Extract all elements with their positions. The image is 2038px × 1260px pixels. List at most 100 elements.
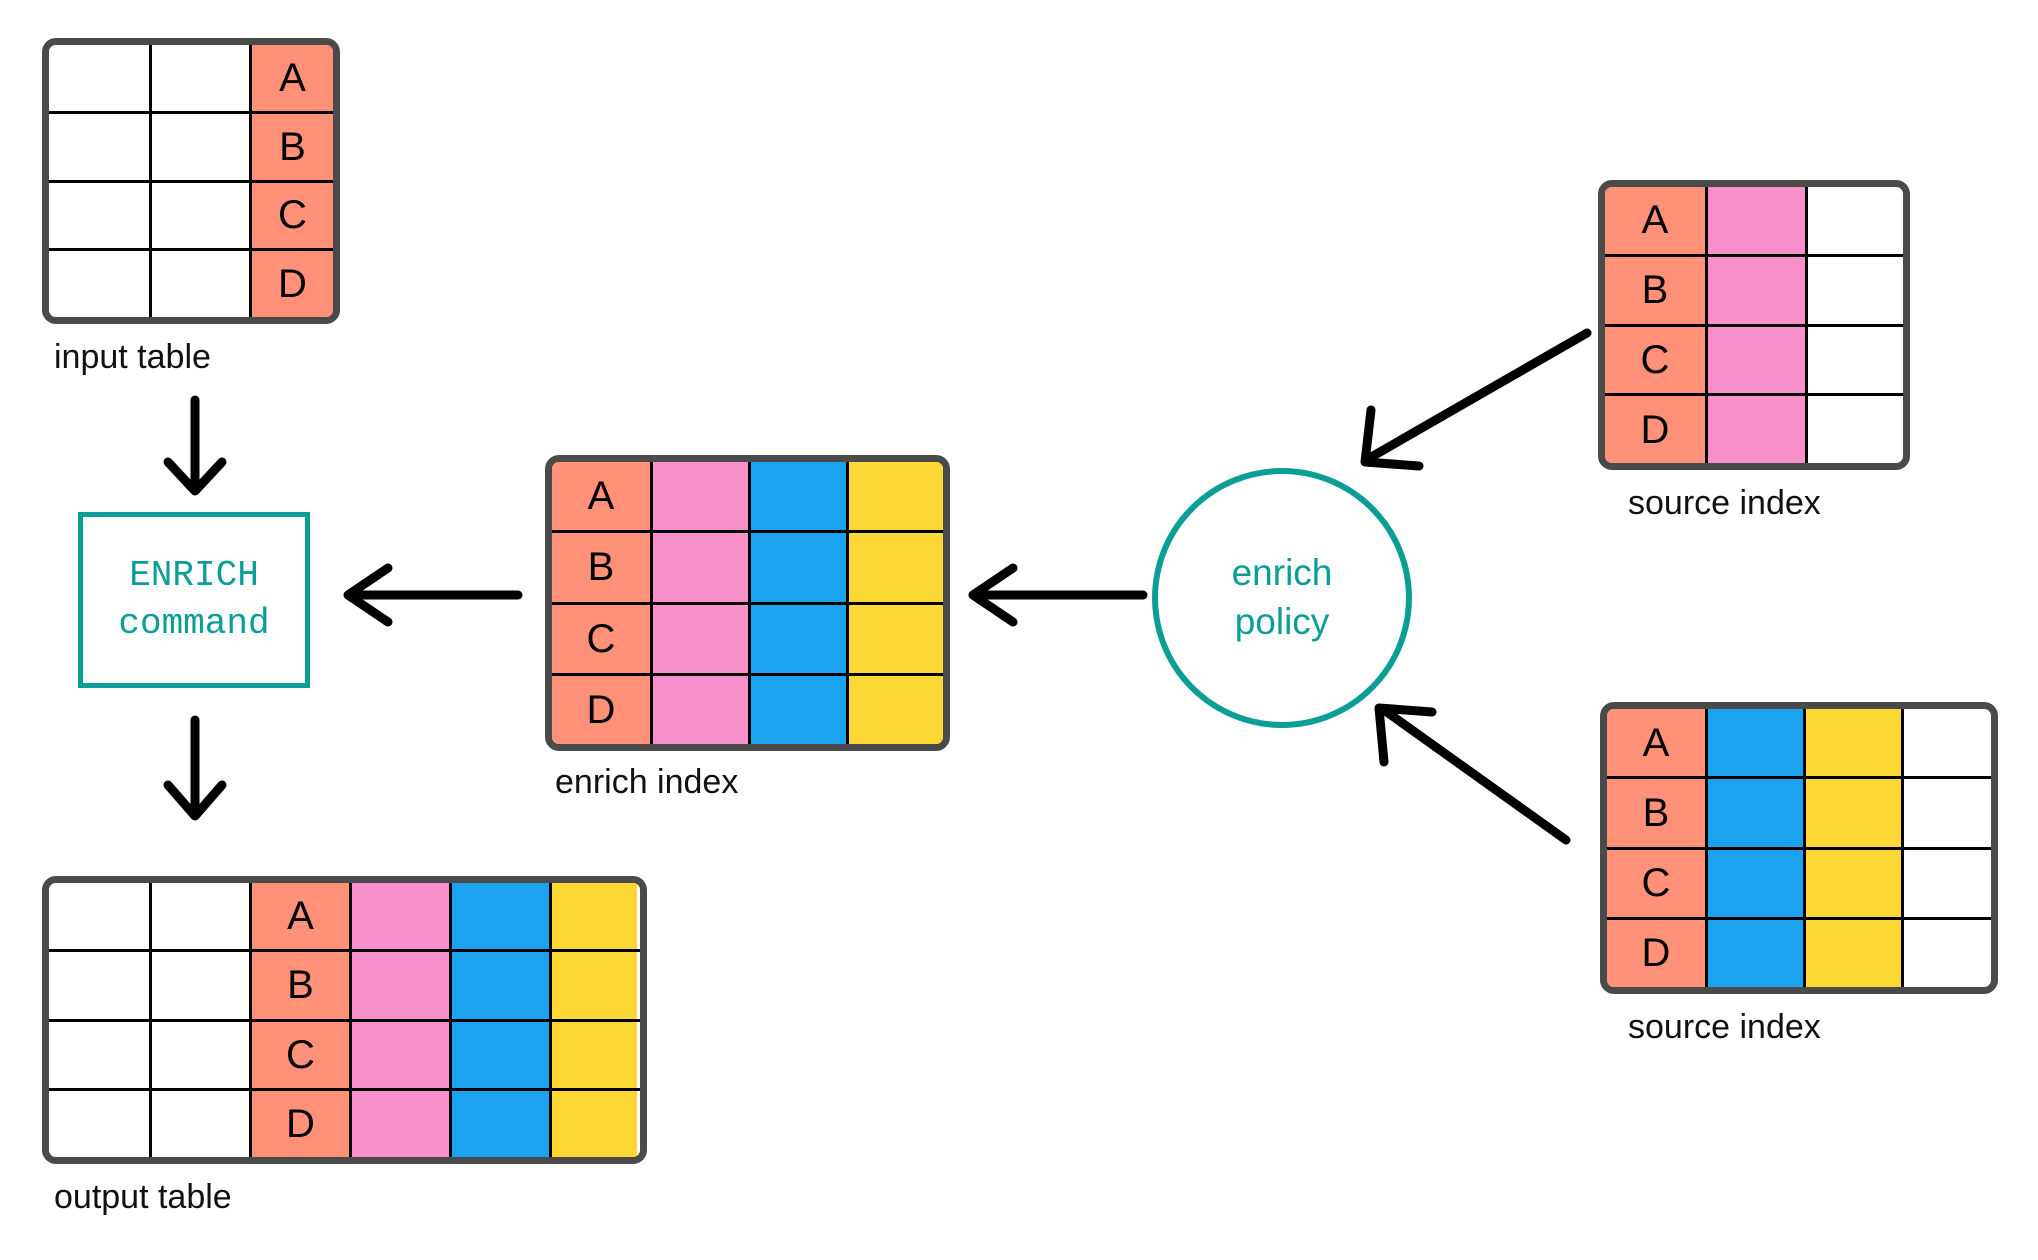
enrich-policy-circle[interactable]: enrich policy xyxy=(1152,468,1412,728)
table-cell: D xyxy=(1607,919,1705,987)
table-row: A xyxy=(49,45,333,111)
table-cell xyxy=(1705,326,1805,394)
table-row: A xyxy=(49,883,640,950)
table-cell: A xyxy=(552,462,650,531)
table-cell: B xyxy=(1605,256,1705,324)
table-cell xyxy=(49,182,149,249)
table-cell xyxy=(449,952,549,1019)
table-cell xyxy=(49,1021,149,1088)
table-cell xyxy=(1805,396,1893,463)
table-cell xyxy=(1805,187,1893,254)
table-cell: C xyxy=(249,182,333,249)
source-index-top-label: source index xyxy=(1628,484,1821,522)
table-row: A xyxy=(1607,709,1991,777)
table-row: B xyxy=(1605,253,1903,324)
table-cell xyxy=(449,1021,549,1088)
arrow-input-to-enrich-command xyxy=(163,395,227,496)
table-row: B xyxy=(1607,776,1991,847)
table-cell: C xyxy=(1607,849,1705,917)
table-row: C xyxy=(552,601,943,673)
table-row: D xyxy=(49,248,333,317)
enrich-policy-line2: policy xyxy=(1234,601,1330,642)
table-cell: A xyxy=(249,883,349,950)
table-row: D xyxy=(552,672,943,744)
table-cell xyxy=(449,883,549,950)
table-cell: C xyxy=(1605,326,1705,394)
table-cell xyxy=(449,1090,549,1157)
table-cell xyxy=(1705,709,1803,777)
table-cell xyxy=(748,675,846,744)
arrow-source-index-top-to-policy xyxy=(1360,328,1592,471)
table-cell xyxy=(149,952,249,1019)
enrich-command-box[interactable]: ENRICH command xyxy=(78,512,310,688)
table-cell: A xyxy=(1605,187,1705,254)
table-cell xyxy=(549,1021,637,1088)
input-table-label: input table xyxy=(54,338,211,376)
table-cell xyxy=(149,113,249,180)
table-cell: B xyxy=(249,952,349,1019)
table-cell xyxy=(149,1090,249,1157)
table-cell xyxy=(1901,709,1989,777)
table-cell xyxy=(846,675,943,744)
table-cell xyxy=(149,251,249,317)
table-row: D xyxy=(1605,393,1903,463)
arrow-enrich-command-to-output xyxy=(163,715,227,821)
table-cell xyxy=(846,604,943,673)
table-cell xyxy=(1705,919,1803,987)
table-cell xyxy=(1805,256,1893,324)
arrow-policy-to-enrich-index xyxy=(968,563,1148,627)
table-cell xyxy=(49,251,149,317)
table-cell: D xyxy=(249,1090,349,1157)
enrich-command-line2: command xyxy=(118,603,270,644)
table-cell: D xyxy=(1605,396,1705,463)
table-cell: A xyxy=(249,45,333,111)
table-cell xyxy=(349,1021,449,1088)
table-cell: C xyxy=(249,1021,349,1088)
table-cell xyxy=(549,883,637,950)
table-cell xyxy=(846,533,943,602)
table-cell xyxy=(1705,779,1803,847)
enrich-command-line1: ENRICH xyxy=(129,555,259,597)
table-cell: B xyxy=(552,533,650,602)
table-row: B xyxy=(49,110,333,180)
table-cell xyxy=(349,883,449,950)
table-cell xyxy=(349,1090,449,1157)
table-row: B xyxy=(552,530,943,602)
source-index-bottom-label: source index xyxy=(1628,1008,1821,1046)
table-row: D xyxy=(1607,916,1991,987)
arrow-enrich-index-to-command xyxy=(343,563,523,627)
table-cell xyxy=(650,533,748,602)
table-row: C xyxy=(1607,846,1991,917)
table-cell xyxy=(49,883,149,950)
table-cell xyxy=(650,462,748,531)
table-cell xyxy=(49,45,149,111)
table-cell xyxy=(1705,396,1805,463)
table-cell xyxy=(1803,779,1901,847)
table-cell xyxy=(748,462,846,531)
table-cell xyxy=(49,113,149,180)
table-cell: B xyxy=(249,113,333,180)
table-cell xyxy=(349,952,449,1019)
enrich-policy-line1: enrich xyxy=(1231,552,1333,594)
table-cell xyxy=(1805,326,1893,394)
table-cell xyxy=(49,952,149,1019)
table-row: C xyxy=(49,1018,640,1088)
table-cell: C xyxy=(552,604,650,673)
table-cell xyxy=(549,1090,637,1157)
output-table-label: output table xyxy=(54,1178,232,1216)
table-cell xyxy=(748,604,846,673)
table-cell xyxy=(1803,849,1901,917)
table-cell xyxy=(1803,919,1901,987)
table-cell: D xyxy=(552,675,650,744)
